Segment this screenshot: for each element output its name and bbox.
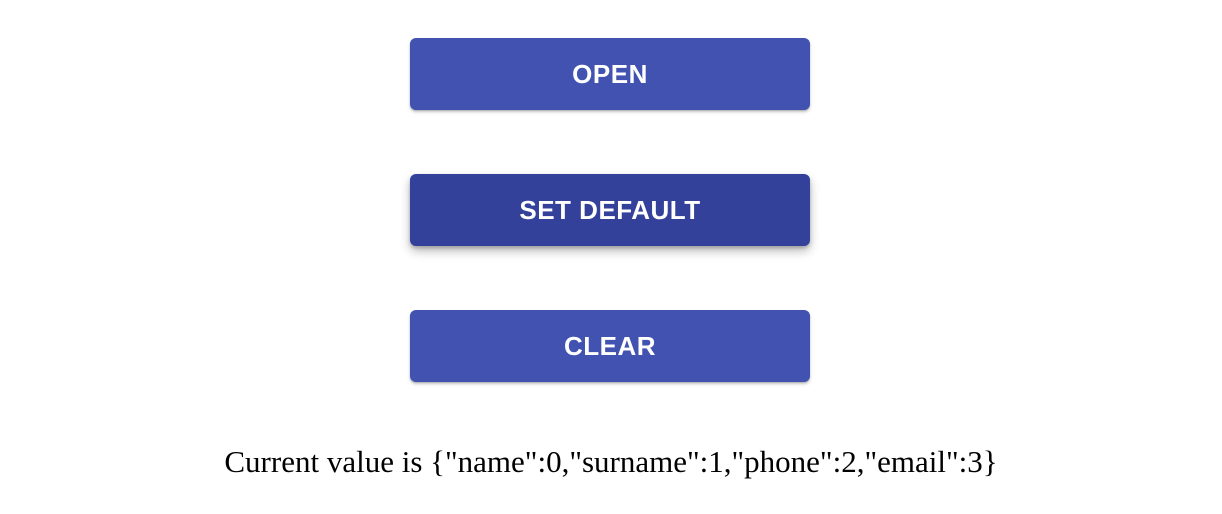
set-default-button[interactable]: SET DEFAULT bbox=[410, 174, 810, 246]
open-button[interactable]: OPEN bbox=[410, 38, 810, 110]
current-value-prefix: Current value is bbox=[224, 444, 423, 479]
current-value-json: {"name":0,"surname":1,"phone":2,"email":… bbox=[430, 444, 998, 479]
set-default-button-label: SET DEFAULT bbox=[519, 194, 701, 225]
clear-button-label: CLEAR bbox=[563, 330, 657, 361]
current-value-text: Current value is {"name":0,"surname":1,"… bbox=[0, 444, 1222, 480]
clear-button[interactable]: CLEAR bbox=[410, 310, 810, 382]
open-button-label: OPEN bbox=[572, 58, 648, 89]
